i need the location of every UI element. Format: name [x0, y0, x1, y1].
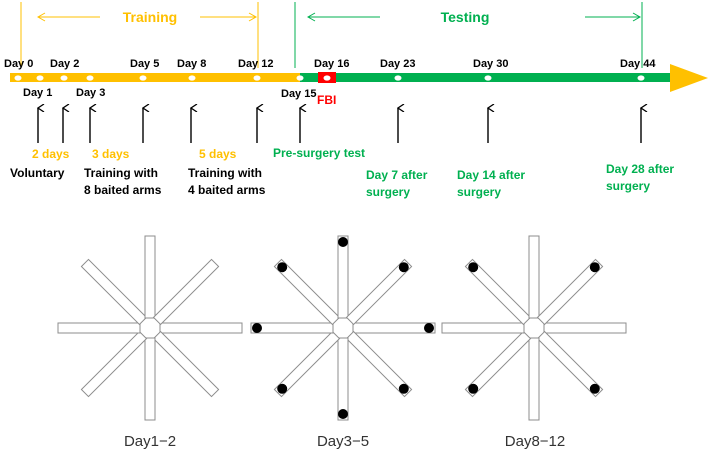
fbi-label: FBI — [317, 93, 336, 107]
bait-dot-south-east — [398, 383, 409, 394]
bait-dot-north-east — [398, 262, 409, 273]
training-left-arrow — [36, 12, 100, 22]
maze-day3-5 — [250, 235, 436, 421]
maze-arm-south-west — [273, 330, 341, 398]
maze-arm-north — [528, 235, 540, 319]
bait-dot-east — [424, 323, 434, 333]
dot-day-1 — [36, 75, 44, 81]
bait-dot-north-east — [589, 262, 600, 273]
day-label-44: Day 44 — [620, 58, 656, 70]
maze-arm-east — [352, 322, 436, 334]
dot-day-15 — [296, 75, 304, 81]
day-label-12: Day 12 — [238, 58, 273, 70]
day-label-0: Day 0 — [4, 58, 33, 70]
maze-arm-north-east — [152, 258, 220, 326]
four-arm-label-line-2: 4 baited arms — [188, 183, 266, 197]
dot-day-12 — [253, 75, 261, 81]
maze-arm-east — [543, 322, 627, 334]
maze-label-3: Day8−12 — [505, 433, 565, 450]
bait-dot-south-west — [468, 383, 479, 394]
day-label-23: Day 23 — [380, 58, 415, 70]
bait-dot-north — [338, 237, 348, 247]
testing-right-arrow — [585, 12, 642, 22]
day-label-5: Day 5 — [130, 58, 159, 70]
maze-day8-12 — [441, 235, 627, 421]
maze-arm-south — [144, 337, 156, 421]
maze-arm-south-east — [152, 330, 220, 398]
maze-arm-north — [337, 235, 349, 319]
bait-dot-south-west — [277, 383, 288, 394]
maze-arm-south-west — [464, 330, 532, 398]
maze-arm-north-west — [464, 258, 532, 326]
four-arm-label-line-1: Training with — [188, 166, 262, 180]
voluntary-duration: 2 days — [32, 147, 70, 161]
maze-arm-north-east — [536, 258, 604, 326]
maze-arm-south — [337, 337, 349, 421]
bait-dot-south — [338, 409, 348, 419]
maze-arm-west — [57, 322, 141, 334]
eight-arm-label-line-2: 8 baited arms — [84, 183, 162, 197]
timeline-arrowhead — [670, 64, 708, 92]
bait-dot-north-west — [468, 262, 479, 273]
bait-dot-west — [252, 323, 262, 333]
dot-day-3 — [86, 75, 94, 81]
day-label-8: Day 8 — [177, 58, 206, 70]
training-bar — [10, 73, 300, 82]
post28-label-line-2: surgery — [606, 179, 650, 193]
day-label-1: Day 1 — [23, 87, 52, 99]
maze-label-1: Day1−2 — [124, 433, 176, 450]
day-label-3: Day 3 — [76, 87, 105, 99]
maze-arm-south-west — [80, 330, 148, 398]
vertical-arrows — [38, 108, 641, 143]
maze-arm-north-west — [273, 258, 341, 326]
dot-day-30 — [484, 75, 492, 81]
maze-arm-north-east — [345, 258, 413, 326]
maze-day1-2 — [57, 235, 243, 421]
day-label-2: Day 2 — [50, 58, 79, 70]
maze-arm-west — [441, 322, 525, 334]
dot-day-0 — [14, 75, 22, 81]
eight-arm-duration: 3 days — [92, 147, 130, 161]
testing-left-arrow — [306, 12, 380, 22]
maze-arm-south — [528, 337, 540, 421]
bait-dot-south-east — [589, 383, 600, 394]
dot-day-44 — [637, 75, 645, 81]
testing-label: Testing — [441, 9, 490, 25]
maze-arm-south-east — [536, 330, 604, 398]
post14-label-line-2: surgery — [457, 185, 501, 199]
day-label-16: Day 16 — [314, 58, 349, 70]
maze-arm-east — [159, 322, 243, 334]
post28-label-line-1: Day 28 after — [606, 162, 674, 176]
voluntary-label: Voluntary — [10, 166, 65, 180]
post7-label-line-2: surgery — [366, 185, 410, 199]
training-label: Training — [123, 9, 177, 25]
maze-arm-south-east — [345, 330, 413, 398]
maze-arm-west — [250, 322, 334, 334]
dot-day-8 — [188, 75, 196, 81]
eight-arm-label-line-1: Training with — [84, 166, 158, 180]
presurgery-label: Pre-surgery test — [273, 146, 365, 160]
bait-dot-north-west — [277, 262, 288, 273]
timeline-dots — [14, 75, 645, 81]
day-label-15: Day 15 — [281, 88, 316, 100]
maze-arm-north-west — [80, 258, 148, 326]
dot-day-23 — [394, 75, 402, 81]
dot-day-16 — [323, 75, 331, 81]
training-right-arrow — [200, 12, 258, 22]
post14-label-line-1: Day 14 after — [457, 168, 525, 182]
day-label-30: Day 30 — [473, 58, 508, 70]
four-arm-duration: 5 days — [199, 147, 237, 161]
dot-day-2 — [60, 75, 68, 81]
post7-label-line-1: Day 7 after — [366, 168, 428, 182]
dot-day-5 — [139, 75, 147, 81]
maze-label-2: Day3−5 — [317, 433, 369, 450]
maze-arm-north — [144, 235, 156, 319]
